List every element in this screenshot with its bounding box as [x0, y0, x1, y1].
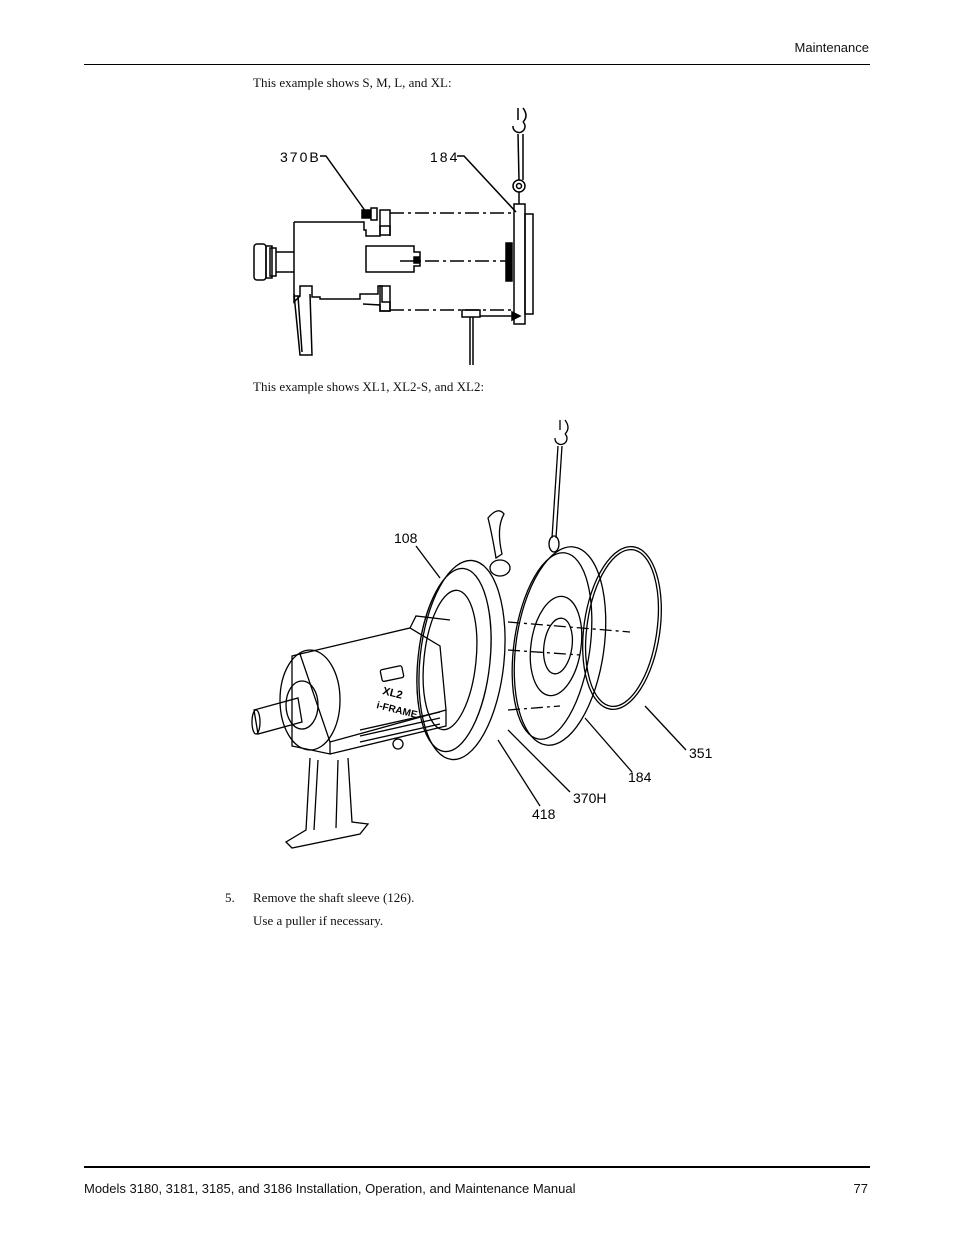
step-5: 5. Remove the shaft sleeve (126). [225, 890, 414, 906]
header-rule [84, 64, 870, 65]
page-number: 77 [853, 1181, 868, 1196]
footer-rule [84, 1166, 870, 1168]
figure1-drawing: 370B 184 [240, 100, 560, 370]
label-370H: 370H [573, 790, 606, 806]
step-number: 5. [225, 890, 235, 905]
figure1-caption: This example shows S, M, L, and XL: [253, 75, 452, 90]
label-370B: 370B [280, 149, 321, 165]
label-351: 351 [689, 745, 713, 761]
step-text: Remove the shaft sleeve (126). [253, 890, 415, 905]
label-418: 418 [532, 806, 556, 822]
label-184: 184 [430, 149, 459, 165]
figure2-caption: This example shows XL1, XL2-S, and XL2: [253, 379, 485, 394]
figure2-drawing: 108 351 184 370H 418 [240, 410, 720, 890]
running-header: Maintenance [794, 40, 869, 55]
label-184: 184 [628, 769, 652, 785]
footer-title: Models 3180, 3181, 3185, and 3186 Instal… [84, 1181, 576, 1196]
model-text: XL2 [381, 685, 403, 702]
label-108: 108 [394, 530, 418, 546]
step-5-note: Use a puller if necessary. [253, 913, 384, 928]
